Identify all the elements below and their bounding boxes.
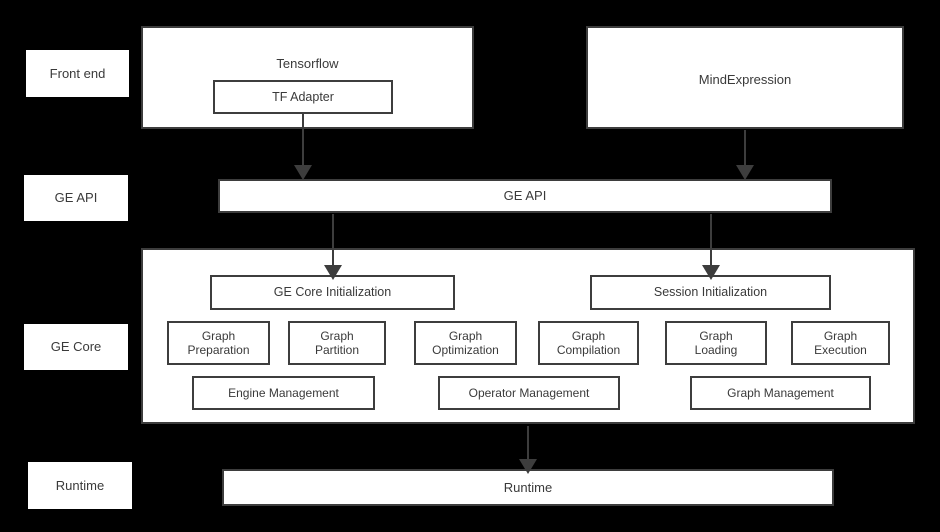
operator-management-label: Operator Management (468, 385, 590, 400)
session-initialization-label: Session Initialization (653, 285, 768, 300)
graph-optimization-box[interactable]: Graph Optimization (414, 321, 517, 365)
graph-management-label: Graph Management (727, 385, 834, 400)
graph-preparation-label: Graph Preparation (187, 328, 250, 357)
stage-label-front-end-text: Front end (49, 65, 106, 81)
engine-management-label: Engine Management (228, 385, 339, 400)
stage-label-ge-api: GE API (24, 175, 128, 221)
mindexpression-container[interactable]: MindExpression (586, 26, 904, 129)
operator-management-box[interactable]: Operator Management (438, 376, 620, 410)
graph-compilation-label: Graph Compilation (556, 328, 621, 357)
tensorflow-label: Tensorflow (276, 56, 339, 71)
graph-optimization-label: Graph Optimization (432, 328, 499, 357)
mindexpression-label: MindExpression (698, 72, 792, 87)
stage-label-runtime-text: Runtime (55, 477, 105, 493)
graph-execution-label: Graph Execution (814, 328, 867, 357)
graph-loading-label: Graph Loading (694, 328, 738, 357)
graph-partition-label: Graph Partition (314, 328, 360, 357)
stage-label-ge-core-text: GE Core (50, 339, 102, 355)
graph-preparation-box[interactable]: Graph Preparation (167, 321, 270, 365)
ge-core-initialization-box[interactable]: GE Core Initialization (210, 275, 455, 310)
stage-label-ge-core: GE Core (24, 324, 128, 370)
stage-label-ge-api-text: GE API (54, 190, 98, 206)
engine-management-box[interactable]: Engine Management (192, 376, 375, 410)
graph-execution-box[interactable]: Graph Execution (791, 321, 890, 365)
ge-api-label: GE API (503, 188, 547, 204)
tf-adapter-box[interactable]: TF Adapter (213, 80, 393, 114)
graph-compilation-box[interactable]: Graph Compilation (538, 321, 639, 365)
ge-api-box[interactable]: GE API (218, 179, 832, 213)
graph-management-box[interactable]: Graph Management (690, 376, 871, 410)
ge-core-initialization-label: GE Core Initialization (273, 285, 392, 300)
session-initialization-box[interactable]: Session Initialization (590, 275, 831, 310)
runtime-label: Runtime (503, 479, 553, 495)
stage-label-runtime: Runtime (28, 462, 132, 509)
runtime-box[interactable]: Runtime (222, 469, 834, 506)
graph-partition-box[interactable]: Graph Partition (288, 321, 386, 365)
graph-loading-box[interactable]: Graph Loading (665, 321, 767, 365)
tf-adapter-label: TF Adapter (272, 89, 334, 104)
stage-label-front-end: Front end (26, 50, 129, 97)
